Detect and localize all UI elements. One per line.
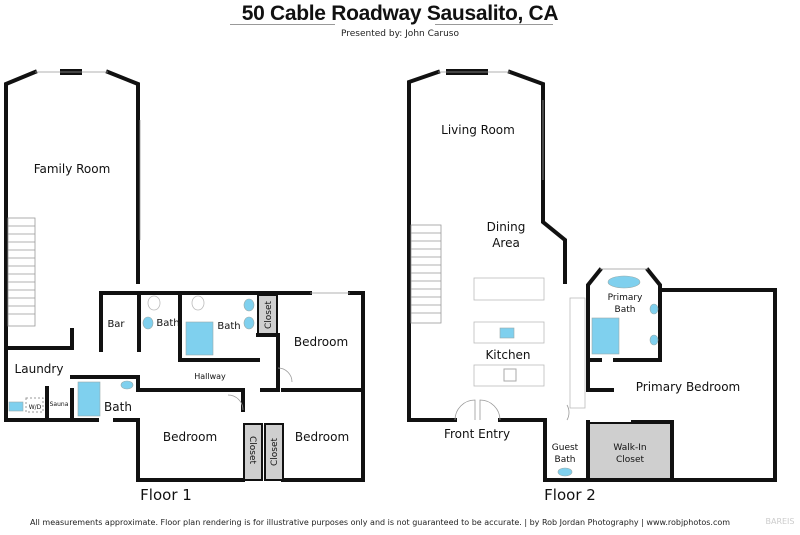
- sink-icon: [649, 334, 659, 346]
- sink-icon: [243, 316, 255, 330]
- toilet-icon: [147, 295, 161, 311]
- stairs-icon: [410, 224, 442, 324]
- label-primary: Primary: [608, 293, 643, 303]
- presenter: Presented by: John Caruso: [341, 29, 459, 39]
- label-bedroom: Bedroom: [294, 335, 348, 349]
- label-primary-bath: Bath: [615, 305, 636, 315]
- sink-icon: [142, 316, 154, 330]
- sink-icon: [120, 380, 134, 390]
- counter: [473, 277, 545, 301]
- label-closet: Closet: [270, 438, 280, 467]
- label-bath: Bath: [156, 318, 179, 329]
- shower-icon: [591, 317, 620, 355]
- shower-icon: [185, 321, 214, 356]
- bathtub-icon: [77, 381, 101, 417]
- label-bath: Bath: [217, 321, 240, 332]
- sink-icon: [557, 467, 573, 477]
- floor-1-plan: [3, 69, 365, 482]
- label-bar: Bar: [107, 319, 125, 330]
- title-rule-left: [230, 24, 335, 25]
- label-guest: Guest: [552, 443, 579, 453]
- stairs-icon: [7, 217, 36, 327]
- label-front-entry: Front Entry: [444, 427, 510, 441]
- label-primary-bedroom: Primary Bedroom: [636, 380, 740, 394]
- label-bedroom: Bedroom: [163, 430, 217, 444]
- label-family-room: Family Room: [34, 162, 111, 176]
- floor-2-label: Floor 2: [544, 486, 596, 504]
- sink-icon: [243, 298, 255, 312]
- label-kitchen: Kitchen: [485, 348, 530, 362]
- sink-icon: [649, 303, 659, 315]
- label-walk-in-closet: Closet: [616, 455, 645, 465]
- label-closet: Closet: [264, 301, 274, 330]
- floor-1-label: Floor 1: [140, 486, 192, 504]
- label-guest-bath: Bath: [555, 455, 576, 465]
- floor-2-plan: [407, 69, 777, 482]
- label-dining-area: Area: [492, 236, 520, 250]
- label-wd: W/D: [29, 404, 42, 411]
- label-dining: Dining: [487, 220, 526, 234]
- bathtub-icon: [607, 275, 641, 289]
- footer-disclaimer: All measurements approximate. Floor plan…: [29, 518, 731, 527]
- label-sauna: Sauna: [50, 401, 69, 408]
- sink-icon: [499, 327, 515, 339]
- page-title: 50 Cable Roadway Sausalito, CA: [241, 2, 559, 25]
- label-bath: Bath: [104, 400, 132, 414]
- label-laundry: Laundry: [15, 362, 64, 376]
- label-closet: Closet: [247, 436, 257, 465]
- cooktop-icon: [503, 368, 517, 382]
- label-walk-in: Walk-In: [613, 443, 646, 453]
- label-bedroom: Bedroom: [295, 430, 349, 444]
- title-rule-right: [435, 24, 553, 25]
- washer-icon: [8, 401, 24, 412]
- counter: [569, 297, 586, 409]
- label-hallway: Hallway: [194, 372, 226, 381]
- room-labels: Family Room Bar Bath Bath Closet Bedroom…: [15, 123, 741, 504]
- counter: [473, 364, 545, 387]
- label-living-room: Living Room: [441, 123, 515, 137]
- toilet-icon: [191, 295, 205, 311]
- watermark-logo: BAREIS: [765, 517, 794, 526]
